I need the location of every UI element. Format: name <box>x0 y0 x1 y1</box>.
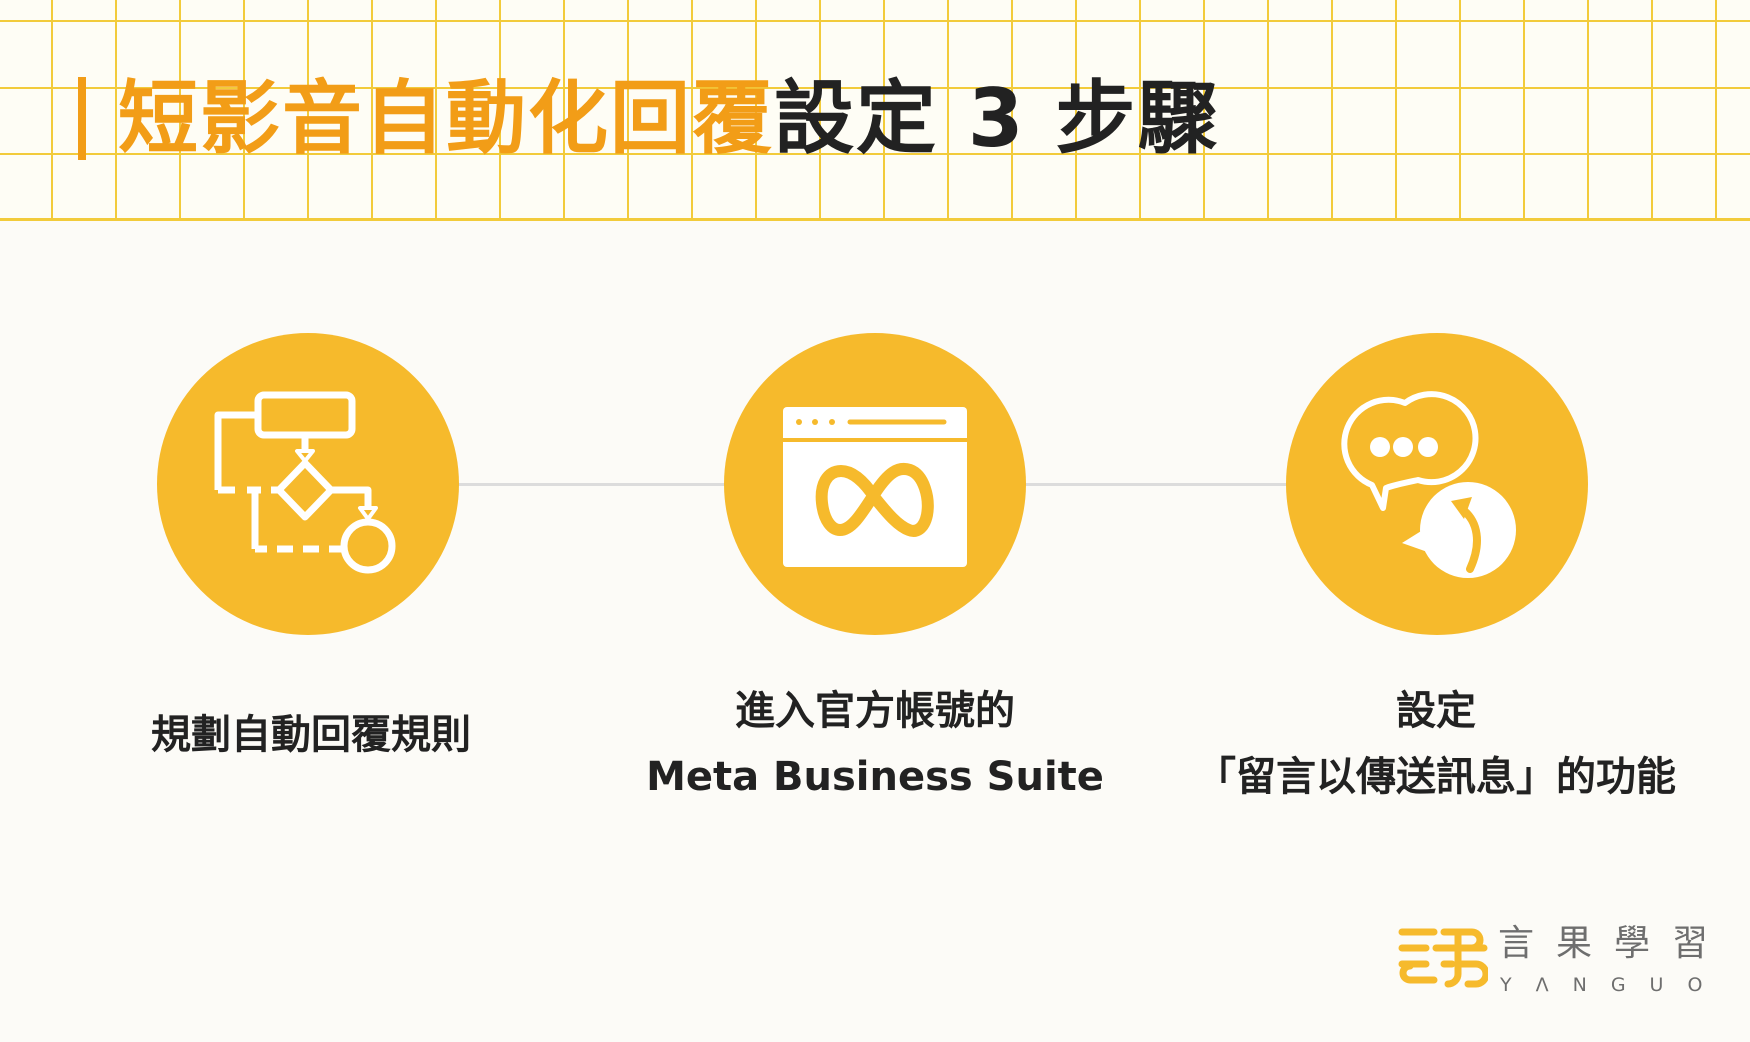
brand-logo: 言果學習 YΛNGUO <box>1396 924 1716 998</box>
grid-line <box>947 0 949 221</box>
title-accent-bar <box>78 77 86 160</box>
connector-line-1-2 <box>458 483 726 486</box>
grid-line <box>0 20 1750 22</box>
grid-line <box>115 0 117 221</box>
grid-line <box>0 153 1750 155</box>
grid-line <box>563 0 565 221</box>
grid-line <box>1395 0 1397 221</box>
step-1-label-line-1: 規劃自動回覆規則 <box>151 712 471 758</box>
grid-line <box>1459 0 1461 221</box>
page-title: 短影音自動化回覆設定 3 步驟 <box>118 64 1219 174</box>
title-highlight: 短影音自動化回覆 <box>118 72 774 165</box>
grid-line <box>1139 0 1141 221</box>
grid-line <box>435 0 437 221</box>
step-2-circle <box>724 333 1026 635</box>
grid-line <box>691 0 693 221</box>
header-grid-banner: 短影音自動化回覆設定 3 步驟 <box>0 0 1750 221</box>
step-1-circle <box>157 333 459 635</box>
grid-line <box>1587 0 1589 221</box>
step-3-circle <box>1286 333 1588 635</box>
logo-name-cn: 言果學習 <box>1498 923 1731 964</box>
grid-line <box>1523 0 1525 221</box>
grid-line <box>307 0 309 221</box>
logo-name-en: YΛNGUO <box>1500 974 1727 996</box>
grid-line <box>819 0 821 221</box>
meta-browser-icon <box>783 407 967 567</box>
grid-line <box>883 0 885 221</box>
grid-line <box>1267 0 1269 221</box>
step-3-label-line-1: 設定 <box>1396 688 1476 734</box>
connector-line-2-3 <box>1025 483 1287 486</box>
step-3-label-line-2: 「留言以傳送訊息」的功能 <box>1196 754 1676 800</box>
grid-line <box>499 0 501 221</box>
step-2-label-line-1: 進入官方帳號的 <box>735 688 1015 734</box>
flowchart-icon <box>214 391 396 574</box>
grid-line <box>1203 0 1205 221</box>
grid-line <box>627 0 629 221</box>
chat-reply-icon <box>1341 391 1516 578</box>
step-1-label: 規劃自動回覆規則 <box>111 702 511 768</box>
grid-line <box>51 0 53 221</box>
grid-line <box>1715 0 1717 221</box>
step-2-label-line-2: Meta Business Suite <box>646 754 1104 800</box>
grid-line <box>179 0 181 221</box>
step-3-label: 設定 「留言以傳送訊息」的功能 <box>1186 678 1686 810</box>
grid-line <box>371 0 373 221</box>
grid-line <box>0 87 1750 89</box>
step-2-label: 進入官方帳號的 Meta Business Suite <box>625 678 1125 810</box>
logo-mark-icon <box>1398 928 1488 988</box>
grid-line <box>755 0 757 221</box>
grid-line <box>1011 0 1013 221</box>
grid-line <box>243 0 245 221</box>
grid-line <box>1651 0 1653 221</box>
grid-line <box>1331 0 1333 221</box>
title-rest: 設定 3 步驟 <box>774 72 1220 165</box>
grid-line <box>1075 0 1077 221</box>
